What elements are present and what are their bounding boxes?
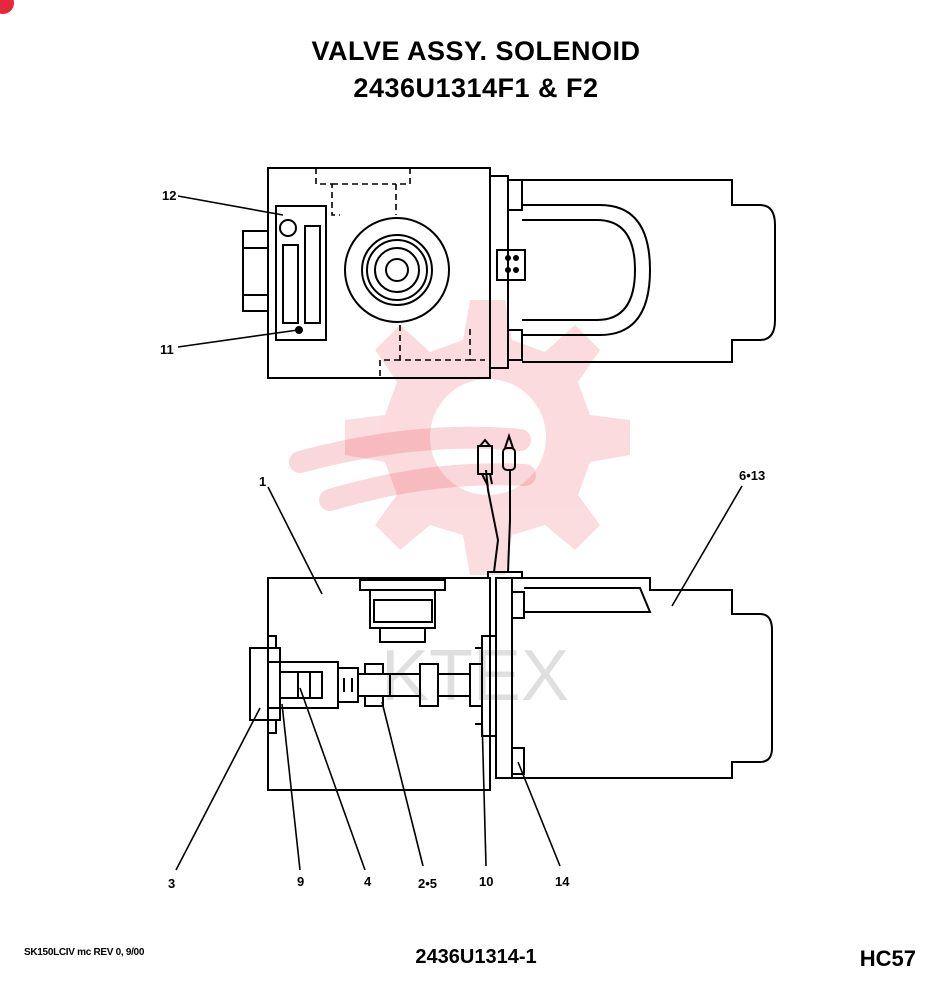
- watermark-text: KTEX: [381, 636, 569, 716]
- title-line-1: VALVE ASSY. SOLENOID: [311, 36, 641, 66]
- footer-revision: SK150LCIV mc REV 0, 9/00: [24, 947, 145, 958]
- top-view: [242, 167, 776, 379]
- leader-lines: [175, 195, 743, 871]
- watermark-logo: [345, 300, 630, 575]
- callout-6-13: 6•13: [739, 468, 765, 483]
- side-view: [249, 432, 773, 791]
- corner-marker: [0, 0, 14, 14]
- callout-1: 1: [259, 474, 266, 489]
- callout-11: 11: [160, 342, 174, 357]
- callout-9: 9: [297, 874, 304, 889]
- watermark-swoosh: [289, 426, 536, 511]
- callout-14: 14: [555, 874, 570, 889]
- nameplate: [275, 205, 327, 341]
- callout-4: 4: [364, 874, 372, 889]
- callout-2-5: 2•5: [418, 876, 437, 891]
- callout-10: 10: [479, 874, 493, 889]
- footer-page-code: HC57: [859, 946, 916, 971]
- callout-3: 3: [168, 876, 175, 891]
- callout-12: 12: [162, 188, 176, 203]
- title-line-2: 2436U1314F1 & F2: [353, 73, 599, 103]
- footer-part-number: 2436U1314-1: [415, 946, 537, 968]
